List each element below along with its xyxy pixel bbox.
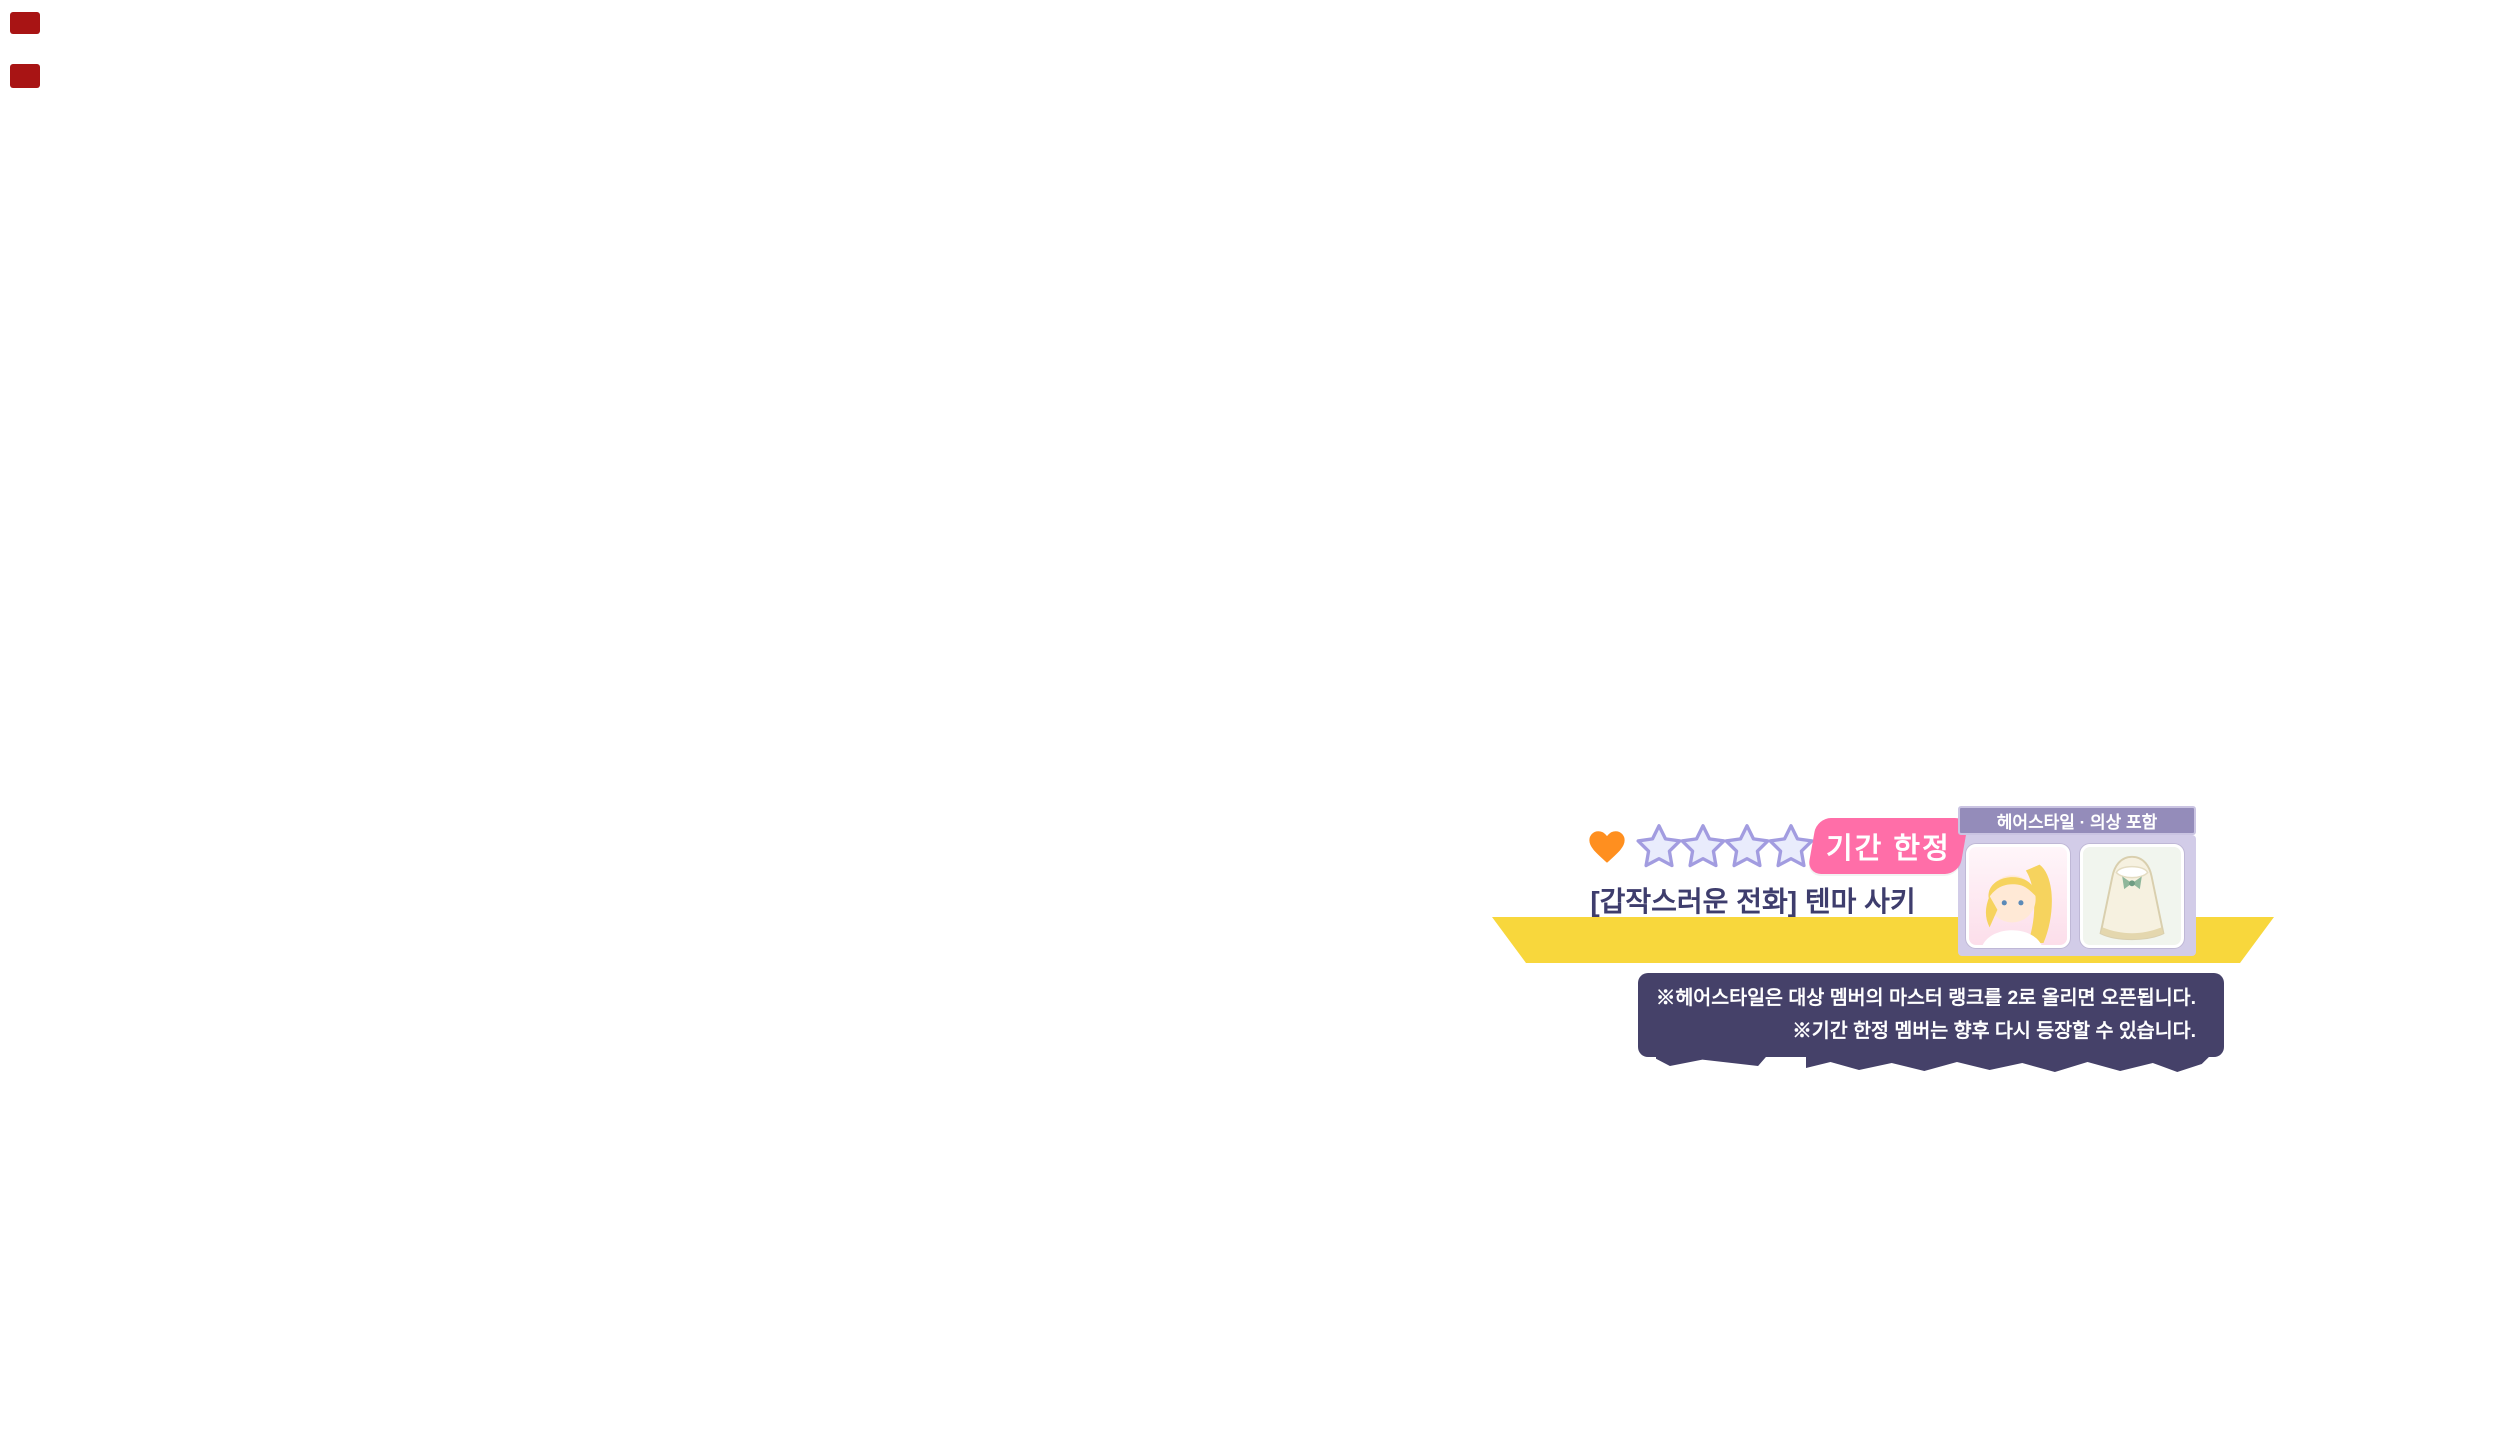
member-name-title: [갑작스러운 전화] 텐마 사키 [1590,886,1916,917]
red-artifact-mark [10,12,40,34]
attribute-heart-icon [1584,824,1630,870]
limited-time-badge-label: 기간 한정 [1825,833,1951,865]
rarity-star-icon [1678,822,1728,872]
rarity-star-icon [1634,822,1684,872]
includes-label: 헤어스타일 · 의상 포함 [1958,806,2196,835]
limited-time-badge: 기간 한정 [1807,818,1969,874]
navy-fragment [1806,1052,2214,1072]
rarity-star-icon [1722,822,1772,872]
rarity-star-icon [1766,822,1816,872]
notes-box: ※헤어스타일은 대상 멤버의 마스터 랭크를 2로 올리면 오픈됩니다. ※기간… [1638,973,2224,1057]
member-portrait-thumbnail[interactable] [1966,843,2070,948]
note-line: ※기간 한정 멤버는 향후 다시 등장할 수 있습니다. [1792,1020,2196,1042]
rarity-row [1584,822,1814,872]
reward-thumbnails-panel [1958,835,2196,956]
red-artifact-mark [10,64,40,88]
note-line: ※헤어스타일은 대상 멤버의 마스터 랭크를 2로 올리면 오픈됩니다. [1655,987,2196,1009]
costume-thumbnail[interactable] [2080,843,2184,948]
